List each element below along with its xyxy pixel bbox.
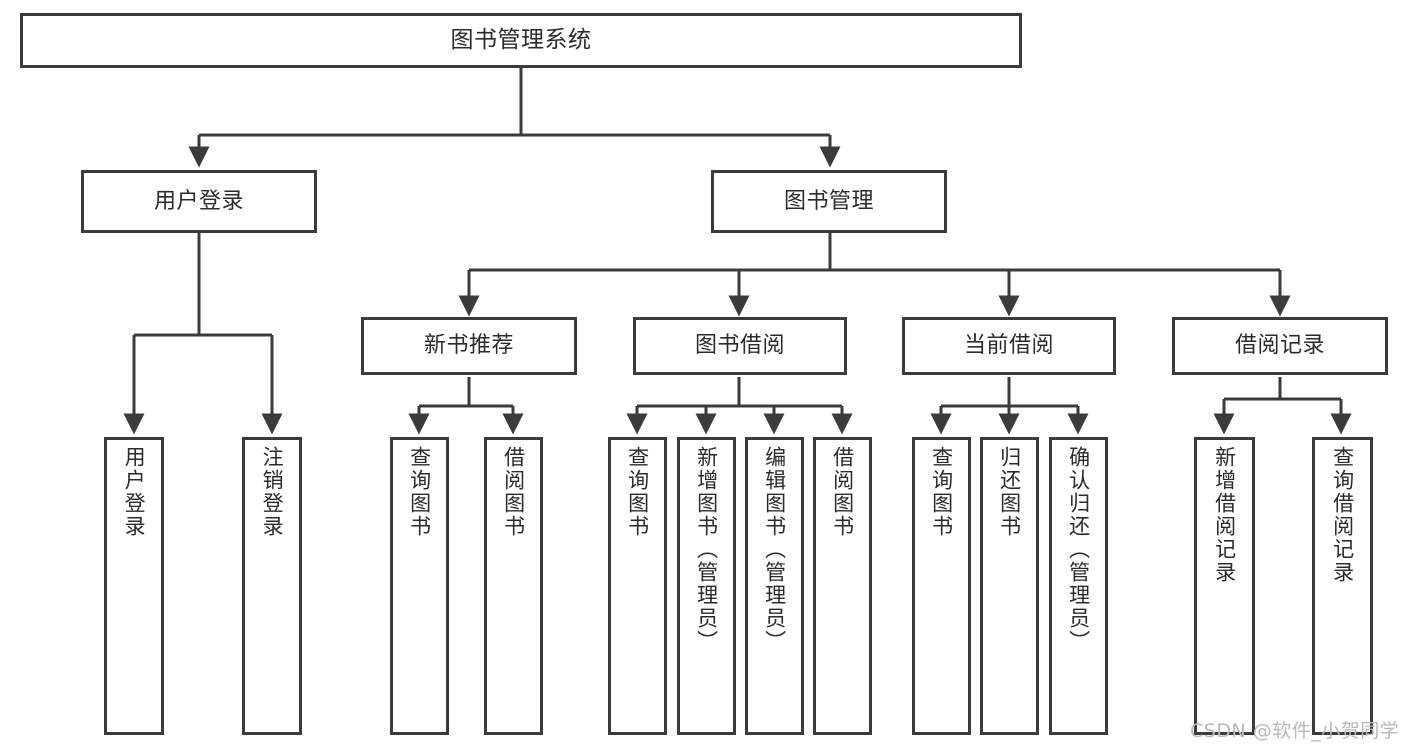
leaf-user-logout[interactable]: 注销登录 (242, 437, 302, 735)
leaf-query-book-1[interactable]: 查询图书 (390, 437, 449, 735)
node-borrow-record[interactable]: 借阅记录 (1172, 317, 1388, 375)
node-label: 图书借阅 (694, 333, 785, 359)
node-label: 图书管理系统 (450, 27, 592, 54)
node-label: 借阅记录 (1234, 333, 1325, 359)
node-label: 新增借阅记录 (1212, 446, 1237, 584)
node-label: 借阅图书 (501, 446, 526, 538)
leaf-borrow-book-1[interactable]: 借阅图书 (484, 437, 543, 735)
leaf-borrow-book-2[interactable]: 借阅图书 (813, 437, 872, 735)
node-label: 查询图书 (625, 446, 650, 538)
node-label: 归还图书 (997, 446, 1022, 538)
leaf-user-login[interactable]: 用户登录 (104, 437, 164, 735)
node-root-system[interactable]: 图书管理系统 (20, 13, 1022, 68)
node-user-login[interactable]: 用户登录 (81, 170, 317, 233)
node-current-borrow[interactable]: 当前借阅 (902, 317, 1116, 375)
node-label: 编辑图书（管理员） (762, 446, 787, 653)
node-label: 注销登录 (260, 446, 285, 538)
node-label: 查询借阅记录 (1330, 446, 1355, 584)
leaf-add-record[interactable]: 新增借阅记录 (1194, 437, 1255, 735)
node-label: 当前借阅 (963, 333, 1054, 359)
leaf-add-book[interactable]: 新增图书（管理员） (677, 437, 736, 735)
leaf-query-record[interactable]: 查询借阅记录 (1312, 437, 1373, 735)
leaf-query-book-3[interactable]: 查询图书 (912, 437, 971, 735)
leaf-return-book[interactable]: 归还图书 (980, 437, 1039, 735)
csdn-watermark: CSDN @软件_小贺同学 (1190, 720, 1400, 742)
node-label: 用户登录 (122, 446, 147, 538)
node-label: 新增图书（管理员） (694, 446, 719, 653)
node-label: 查询图书 (407, 446, 432, 538)
node-book-management[interactable]: 图书管理 (711, 170, 947, 233)
node-label: 查询图书 (929, 446, 954, 538)
node-label: 确认归还（管理员） (1066, 446, 1091, 653)
leaf-query-book-2[interactable]: 查询图书 (608, 437, 667, 735)
node-label: 新书推荐 (423, 333, 514, 359)
leaf-confirm-return[interactable]: 确认归还（管理员） (1049, 437, 1108, 735)
node-label: 借阅图书 (830, 446, 855, 538)
node-book-borrow[interactable]: 图书借阅 (633, 317, 847, 375)
leaf-edit-book[interactable]: 编辑图书（管理员） (745, 437, 804, 735)
node-label: 图书管理 (783, 188, 874, 214)
node-new-book-recommend[interactable]: 新书推荐 (361, 317, 577, 375)
node-label: 用户登录 (153, 188, 244, 214)
